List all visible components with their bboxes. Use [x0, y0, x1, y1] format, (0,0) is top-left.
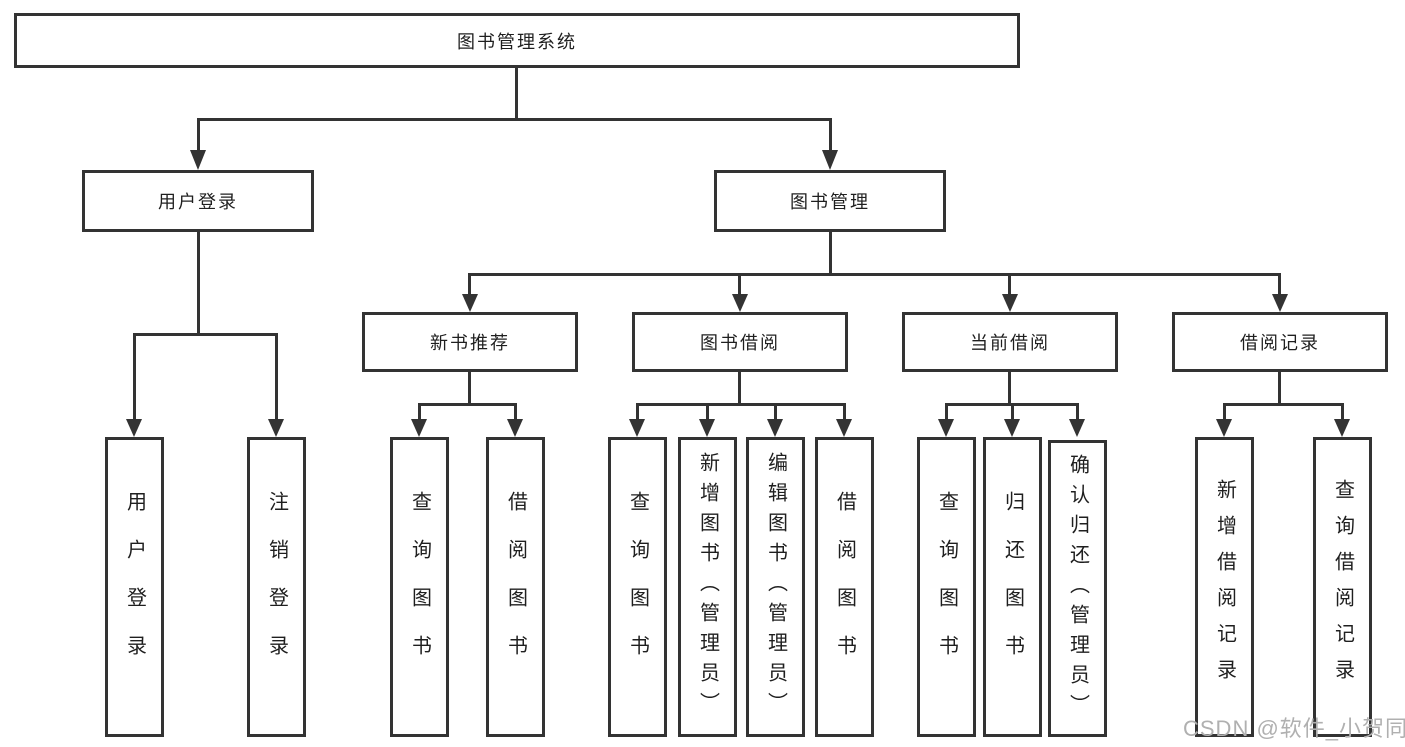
- connector-line: [706, 403, 709, 419]
- leaf-bb-borrow-books-label: 借阅图书: [833, 491, 856, 683]
- arrow-down-icon: [268, 419, 284, 437]
- leaf-user-login-label: 用户登录: [123, 491, 146, 683]
- connector-line: [133, 333, 278, 336]
- leaf-user-login: 用户登录: [105, 437, 164, 737]
- arrow-down-icon: [126, 419, 142, 437]
- connector-line: [468, 372, 471, 405]
- connector-line: [468, 273, 471, 294]
- arrow-down-icon: [411, 419, 427, 437]
- arrow-down-icon: [822, 150, 838, 170]
- arrow-down-icon: [1004, 419, 1020, 437]
- arrow-down-icon: [1272, 294, 1288, 312]
- arrow-down-icon: [507, 419, 523, 437]
- csdn-watermark: CSDN @软件_小贺同学: [1183, 716, 1405, 741]
- node-new-book-rec-label: 新书推荐: [430, 333, 510, 353]
- leaf-bb-add-books-admin-label: 新增图书（管理员）: [696, 452, 719, 722]
- node-book-mgmt: 图书管理: [714, 170, 946, 232]
- connector-line: [829, 118, 832, 150]
- leaf-cb-return-books: 归还图书: [983, 437, 1042, 737]
- connector-line: [1008, 372, 1011, 405]
- connector-line: [197, 232, 200, 336]
- node-current-borrow-label: 当前借阅: [970, 333, 1050, 353]
- connector-line: [1341, 403, 1344, 419]
- node-root-label: 图书管理系统: [457, 31, 577, 52]
- leaf-bb-edit-books-admin-label: 编辑图书（管理员）: [764, 452, 787, 722]
- arrow-down-icon: [629, 419, 645, 437]
- connector-line: [636, 403, 846, 406]
- connector-line: [1223, 403, 1226, 419]
- node-book-mgmt-label: 图书管理: [790, 192, 870, 212]
- leaf-rec-borrow-books-label: 借阅图书: [504, 491, 527, 683]
- leaf-rec-query-books: 查询图书: [390, 437, 449, 737]
- connector-line: [1278, 372, 1281, 405]
- connector-line: [133, 333, 136, 419]
- leaf-bb-query-books-label: 查询图书: [626, 491, 649, 683]
- connector-line: [197, 118, 200, 150]
- connector-line: [829, 232, 832, 276]
- connector-line: [1008, 273, 1011, 294]
- leaf-br-add-record: 新增借阅记录: [1195, 437, 1254, 737]
- connector-line: [738, 372, 741, 405]
- connector-line: [197, 118, 832, 121]
- connector-line: [468, 273, 1281, 276]
- node-book-borrow: 图书借阅: [632, 312, 848, 372]
- connector-line: [1278, 273, 1281, 294]
- connector-line: [1011, 403, 1014, 419]
- node-user-login: 用户登录: [82, 170, 314, 232]
- arrow-down-icon: [1069, 419, 1085, 437]
- connector-line: [418, 403, 421, 419]
- arrow-down-icon: [732, 294, 748, 312]
- node-root: 图书管理系统: [14, 13, 1020, 68]
- connector-line: [514, 403, 517, 419]
- leaf-bb-edit-books-admin: 编辑图书（管理员）: [746, 437, 805, 737]
- node-current-borrow: 当前借阅: [902, 312, 1118, 372]
- leaf-rec-borrow-books: 借阅图书: [486, 437, 545, 737]
- arrow-down-icon: [1216, 419, 1232, 437]
- connector-line: [418, 403, 517, 406]
- connector-line: [1223, 403, 1344, 406]
- arrow-down-icon: [190, 150, 206, 170]
- connector-line: [1076, 403, 1079, 419]
- leaf-logout: 注销登录: [247, 437, 306, 737]
- arrow-down-icon: [836, 419, 852, 437]
- connector-line: [636, 403, 639, 419]
- leaf-cb-query-books: 查询图书: [917, 437, 976, 737]
- connector-line: [843, 403, 846, 419]
- connector-line: [774, 403, 777, 419]
- node-borrow-record-label: 借阅记录: [1240, 333, 1320, 353]
- leaf-br-add-record-label: 新增借阅记录: [1213, 479, 1236, 695]
- leaf-cb-confirm-return-admin: 确认归还（管理员）: [1048, 440, 1107, 737]
- leaf-bb-add-books-admin: 新增图书（管理员）: [678, 437, 737, 737]
- node-book-borrow-label: 图书借阅: [700, 333, 780, 353]
- arrow-down-icon: [1334, 419, 1350, 437]
- node-borrow-record: 借阅记录: [1172, 312, 1388, 372]
- connector-line: [738, 273, 741, 294]
- node-user-login-label: 用户登录: [158, 192, 238, 212]
- arrow-down-icon: [1002, 294, 1018, 312]
- node-new-book-rec: 新书推荐: [362, 312, 578, 372]
- arrow-down-icon: [699, 419, 715, 437]
- leaf-cb-query-books-label: 查询图书: [935, 491, 958, 683]
- arrow-down-icon: [938, 419, 954, 437]
- leaf-rec-query-books-label: 查询图书: [408, 491, 431, 683]
- leaf-bb-borrow-books: 借阅图书: [815, 437, 874, 737]
- connector-line: [515, 68, 518, 120]
- connector-line: [275, 333, 278, 419]
- leaf-logout-label: 注销登录: [265, 491, 288, 683]
- arrow-down-icon: [462, 294, 478, 312]
- leaf-br-query-record-label: 查询借阅记录: [1331, 479, 1354, 695]
- connector-line: [945, 403, 948, 419]
- leaf-br-query-record: 查询借阅记录: [1313, 437, 1372, 737]
- arrow-down-icon: [767, 419, 783, 437]
- leaf-cb-return-books-label: 归还图书: [1001, 491, 1024, 683]
- leaf-cb-confirm-return-admin-label: 确认归还（管理员）: [1066, 453, 1089, 724]
- leaf-bb-query-books: 查询图书: [608, 437, 667, 737]
